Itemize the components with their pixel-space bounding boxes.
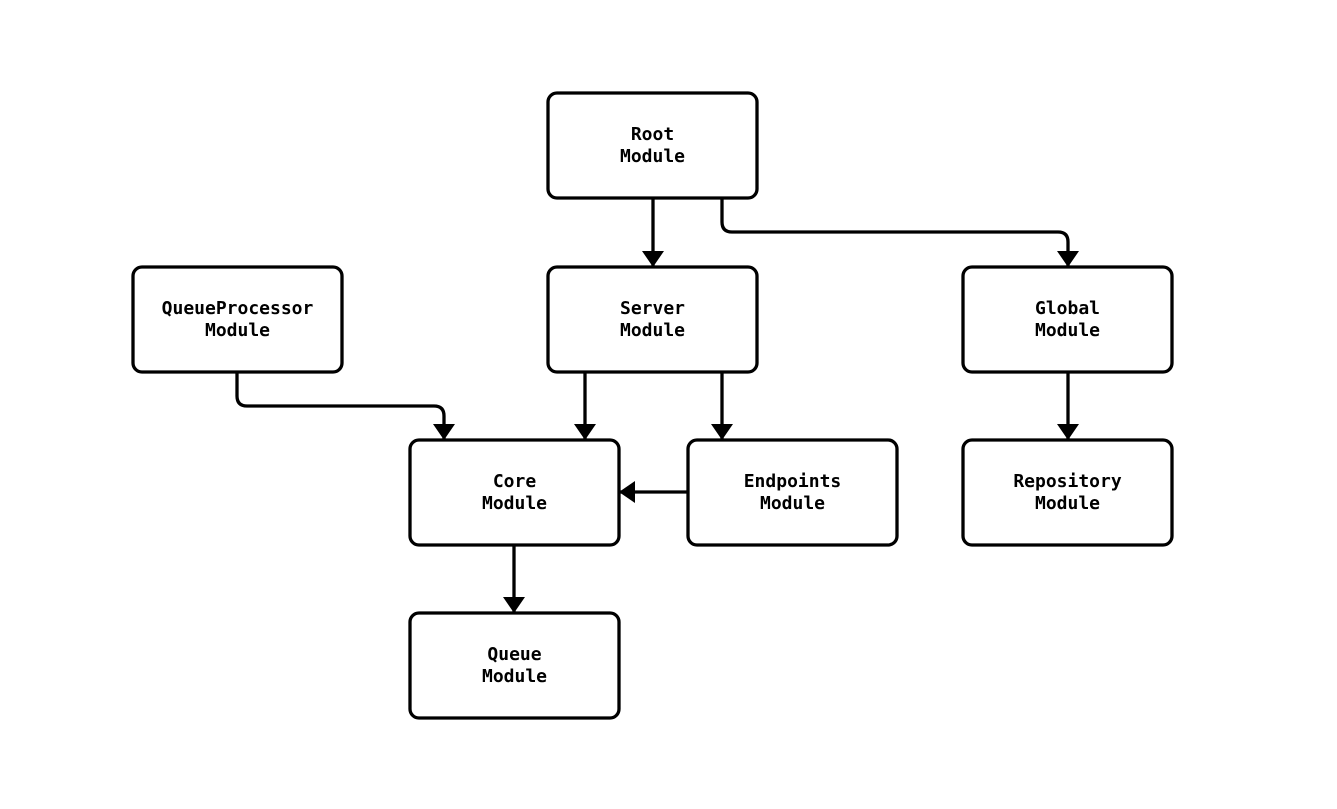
edge-root-to-global	[720, 198, 1079, 267]
edge-queueprocessor-to-core	[235, 372, 455, 440]
node-queueprocessor-box	[131, 265, 344, 374]
node-root-box	[546, 91, 759, 200]
node-server-box	[546, 265, 759, 374]
node-endpoints-box	[686, 438, 899, 547]
node-core-box	[408, 438, 621, 547]
node-global-box	[961, 265, 1174, 374]
node-repository-box	[961, 438, 1174, 547]
node-queue-box	[408, 611, 621, 720]
